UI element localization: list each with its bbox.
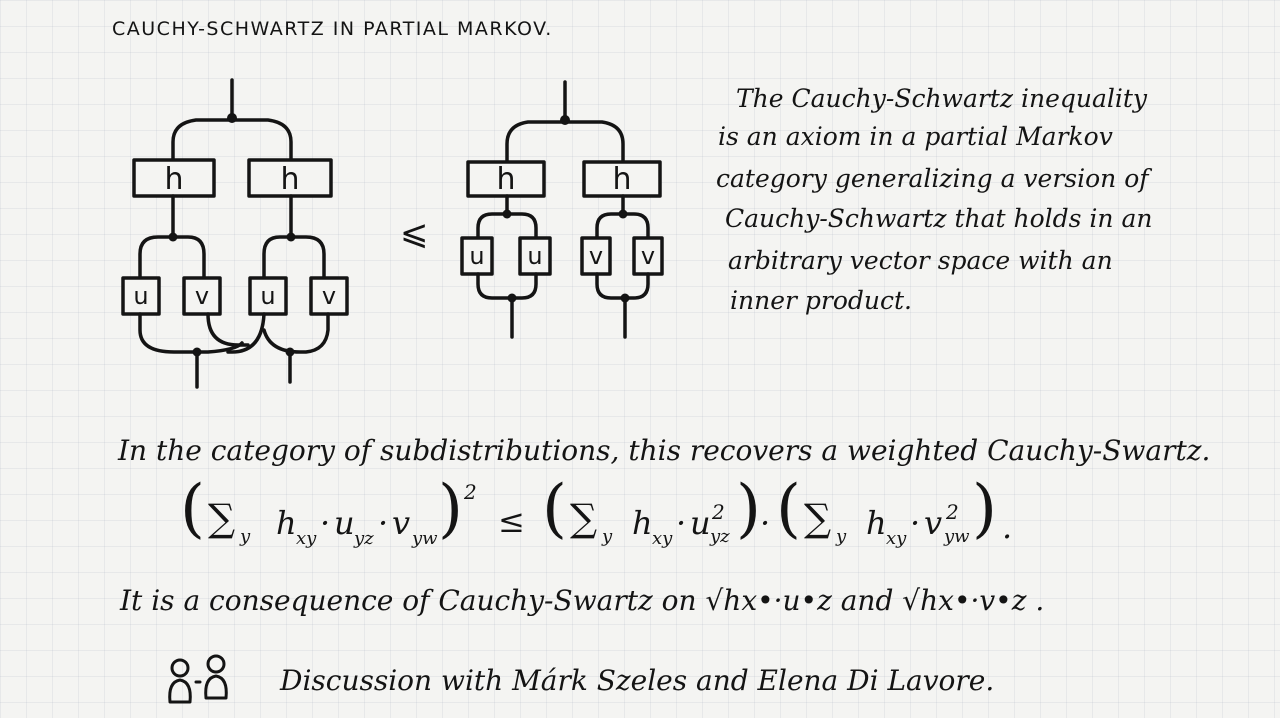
description-line-2: is an axiom in a partial Markov bbox=[718, 122, 1113, 151]
rhs2-close-paren: ) bbox=[972, 472, 997, 546]
lhs-v: v bbox=[392, 504, 411, 542]
right-h-label-1: h bbox=[496, 162, 515, 197]
lhs-v-index: yw bbox=[412, 528, 438, 549]
rhs1-h: h bbox=[632, 504, 653, 542]
lhs-h: h bbox=[276, 504, 297, 542]
lhs-square: 2 bbox=[464, 480, 477, 504]
rhs2-open-paren: ( bbox=[776, 472, 801, 546]
left-h-box-1 bbox=[132, 158, 216, 198]
right-h-box-1 bbox=[466, 160, 546, 198]
right-u-box-2 bbox=[518, 236, 552, 276]
rhs1-u-square: 2 bbox=[712, 500, 725, 524]
right-u-label-2: u bbox=[527, 242, 542, 270]
right-u-box-1 bbox=[460, 236, 494, 276]
rhs1-sum: ∑ bbox=[570, 496, 598, 540]
left-copy-split-1 bbox=[138, 235, 206, 280]
left-merge-wire-2 bbox=[226, 312, 266, 354]
rhs1-close-paren: ) bbox=[736, 472, 761, 546]
rhs2-sum: ∑ bbox=[804, 496, 832, 540]
formula-period: . bbox=[1002, 508, 1013, 546]
consequence-statement: It is a consequence of Cauchy-Swartz on … bbox=[120, 584, 1045, 617]
rhs1-sum-index: y bbox=[602, 526, 613, 547]
rhs2-dot: · bbox=[910, 504, 921, 542]
rhs1-u: u bbox=[690, 504, 711, 542]
right-copy-split-1 bbox=[476, 212, 538, 240]
rhs2-sum-index: y bbox=[836, 526, 847, 547]
left-u-box-1 bbox=[121, 276, 161, 316]
right-copy-split-2 bbox=[595, 212, 650, 240]
lhs-h-index: xy bbox=[296, 528, 317, 549]
left-v-box-1 bbox=[182, 276, 222, 316]
description-line-4: Cauchy-Schwartz that holds in an bbox=[725, 204, 1153, 233]
right-v-label-2: v bbox=[641, 242, 655, 270]
right-v-box-1 bbox=[580, 236, 612, 276]
left-v-box-2 bbox=[309, 276, 349, 316]
lhs-u-index: yz bbox=[354, 528, 374, 549]
lhs-u: u bbox=[334, 504, 355, 542]
people-icon bbox=[168, 654, 228, 704]
left-v-label-2: v bbox=[322, 282, 336, 310]
lhs-sum: ∑ bbox=[208, 496, 236, 540]
right-diagram bbox=[460, 80, 664, 339]
rhs2-h: h bbox=[866, 504, 887, 542]
left-copy-split-2 bbox=[262, 235, 326, 280]
lhs-dot-1: · bbox=[320, 504, 331, 542]
rhs2-h-index: xy bbox=[886, 528, 907, 549]
weighted-cauchy-schwarz-formula: ( ∑ y h xy · u yz · v yw ) 2 ≤ ( ∑ y h x… bbox=[180, 472, 1180, 578]
lhs-close-paren: ) bbox=[438, 472, 463, 546]
right-u-label-1: u bbox=[469, 242, 484, 270]
right-h-label-2: h bbox=[612, 162, 631, 197]
left-h-label-2: h bbox=[280, 162, 299, 197]
left-v-label-1: v bbox=[195, 282, 209, 310]
description-line-6: inner product. bbox=[730, 286, 912, 315]
lhs-open-paren: ( bbox=[180, 472, 205, 546]
discussion-credit: Discussion with Márk Szeles and Elena Di… bbox=[280, 664, 995, 697]
left-h-label-1: h bbox=[164, 162, 183, 197]
left-merge-wire-1 bbox=[138, 312, 244, 354]
left-u-box-2 bbox=[248, 276, 288, 316]
description-line-3: category generalizing a version of bbox=[716, 164, 1149, 193]
left-top-split-wire bbox=[171, 118, 293, 162]
description-line-5: arbitrary vector space with an bbox=[728, 246, 1113, 275]
description-line-1: The Cauchy-Schwartz inequality bbox=[736, 84, 1148, 113]
right-merge-wire-1 bbox=[476, 272, 538, 300]
rhs2-v-index: yw bbox=[944, 526, 970, 547]
rhs-dot: · bbox=[760, 504, 771, 542]
rhs2-v-square: 2 bbox=[946, 500, 959, 524]
lhs-sum-index: y bbox=[240, 526, 251, 547]
rhs1-dot: · bbox=[676, 504, 687, 542]
page-title: CAUCHY-SCHWARTZ IN PARTIAL MARKOV. bbox=[112, 18, 553, 40]
left-cross-wire bbox=[206, 312, 250, 347]
leq-symbol: ⩽ bbox=[400, 213, 429, 253]
right-v-label-1: v bbox=[589, 242, 603, 270]
left-diagram bbox=[121, 78, 349, 389]
category-statement: In the category of subdistributions, thi… bbox=[118, 434, 1211, 467]
left-u-label-2: u bbox=[260, 282, 275, 310]
right-top-split-wire bbox=[505, 120, 625, 164]
lhs-dot-2: · bbox=[378, 504, 389, 542]
formula-leq: ≤ bbox=[498, 502, 525, 540]
rhs1-open-paren: ( bbox=[542, 472, 567, 546]
right-v-box-2 bbox=[632, 236, 664, 276]
left-merge-wire-3 bbox=[262, 312, 330, 354]
left-u-label-1: u bbox=[133, 282, 148, 310]
rhs1-h-index: xy bbox=[652, 528, 673, 549]
rhs2-v: v bbox=[924, 504, 943, 542]
rhs1-u-index: yz bbox=[710, 526, 730, 547]
